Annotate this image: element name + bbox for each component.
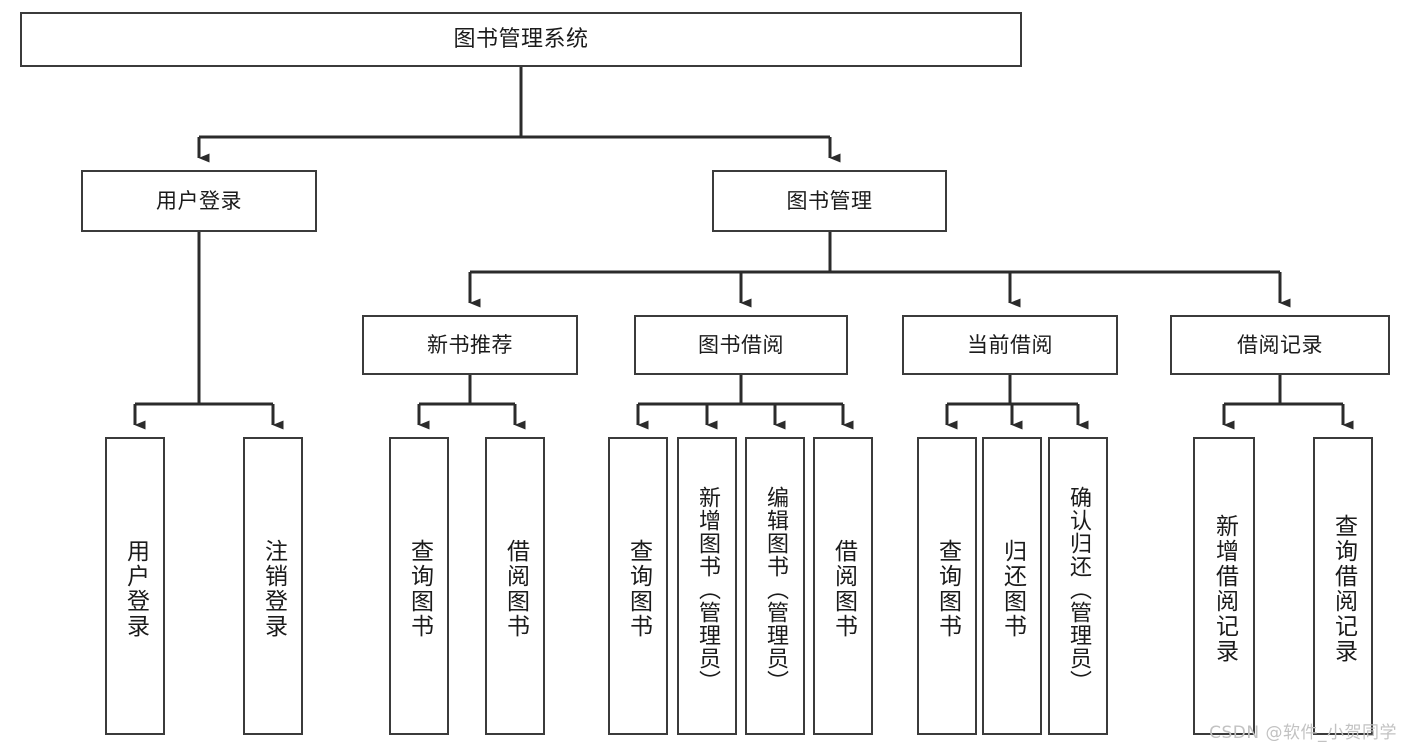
node-leaf-query-book-cur-label: 查询图书 (934, 539, 961, 639)
node-leaf-borrow-book-rec[interactable]: 借阅图书 (485, 437, 545, 735)
node-borrow-record-label: 借阅记录 (1237, 332, 1323, 357)
node-borrow-record[interactable]: 借阅记录 (1170, 315, 1390, 375)
node-new-book-rec-label: 新书推荐 (427, 332, 513, 357)
node-user-login-label: 用户登录 (156, 188, 242, 213)
node-leaf-logout[interactable]: 注销登录 (243, 437, 303, 735)
node-leaf-borrow-book[interactable]: 借阅图书 (813, 437, 873, 735)
node-leaf-user-login[interactable]: 用户登录 (105, 437, 165, 735)
node-leaf-return-book-label: 归还图书 (999, 539, 1026, 639)
node-leaf-edit-book[interactable]: 编辑图书（管理员） (745, 437, 805, 735)
node-leaf-query-book-rec[interactable]: 查询图书 (389, 437, 449, 735)
node-root-label: 图书管理系统 (453, 26, 589, 52)
node-leaf-query-book-borrow-label: 查询图书 (625, 539, 652, 639)
node-leaf-user-login-label: 用户登录 (122, 539, 149, 639)
node-root[interactable]: 图书管理系统 (20, 12, 1022, 67)
node-current-borrow-label: 当前借阅 (967, 332, 1053, 357)
node-leaf-confirm-return-label: 确认归还（管理员） (1066, 485, 1091, 693)
node-leaf-add-record-label: 新增借阅记录 (1211, 514, 1238, 664)
node-leaf-query-book-cur[interactable]: 查询图书 (917, 437, 977, 735)
node-leaf-add-book-label: 新增图书（管理员） (695, 485, 720, 693)
node-leaf-query-book-rec-label: 查询图书 (406, 539, 433, 639)
node-leaf-return-book[interactable]: 归还图书 (982, 437, 1042, 735)
node-new-book-rec[interactable]: 新书推荐 (362, 315, 578, 375)
node-user-login[interactable]: 用户登录 (81, 170, 317, 232)
node-leaf-query-book-borrow[interactable]: 查询图书 (608, 437, 668, 735)
node-leaf-query-record[interactable]: 查询借阅记录 (1313, 437, 1373, 735)
node-leaf-borrow-book-rec-label: 借阅图书 (502, 539, 529, 639)
node-current-borrow[interactable]: 当前借阅 (902, 315, 1118, 375)
node-leaf-query-record-label: 查询借阅记录 (1330, 514, 1357, 664)
node-book-borrow[interactable]: 图书借阅 (634, 315, 848, 375)
watermark-text: CSDN @软件_小贺同学 (1209, 723, 1397, 743)
node-book-borrow-label: 图书借阅 (698, 332, 784, 357)
node-book-manage-label: 图书管理 (786, 188, 873, 213)
node-leaf-edit-book-label: 编辑图书（管理员） (763, 485, 788, 693)
node-leaf-add-record[interactable]: 新增借阅记录 (1193, 437, 1255, 735)
node-book-manage[interactable]: 图书管理 (712, 170, 947, 232)
node-leaf-logout-label: 注销登录 (260, 539, 287, 639)
node-leaf-add-book[interactable]: 新增图书（管理员） (677, 437, 737, 735)
node-leaf-borrow-book-label: 借阅图书 (830, 539, 857, 639)
node-leaf-confirm-return[interactable]: 确认归还（管理员） (1048, 437, 1108, 735)
